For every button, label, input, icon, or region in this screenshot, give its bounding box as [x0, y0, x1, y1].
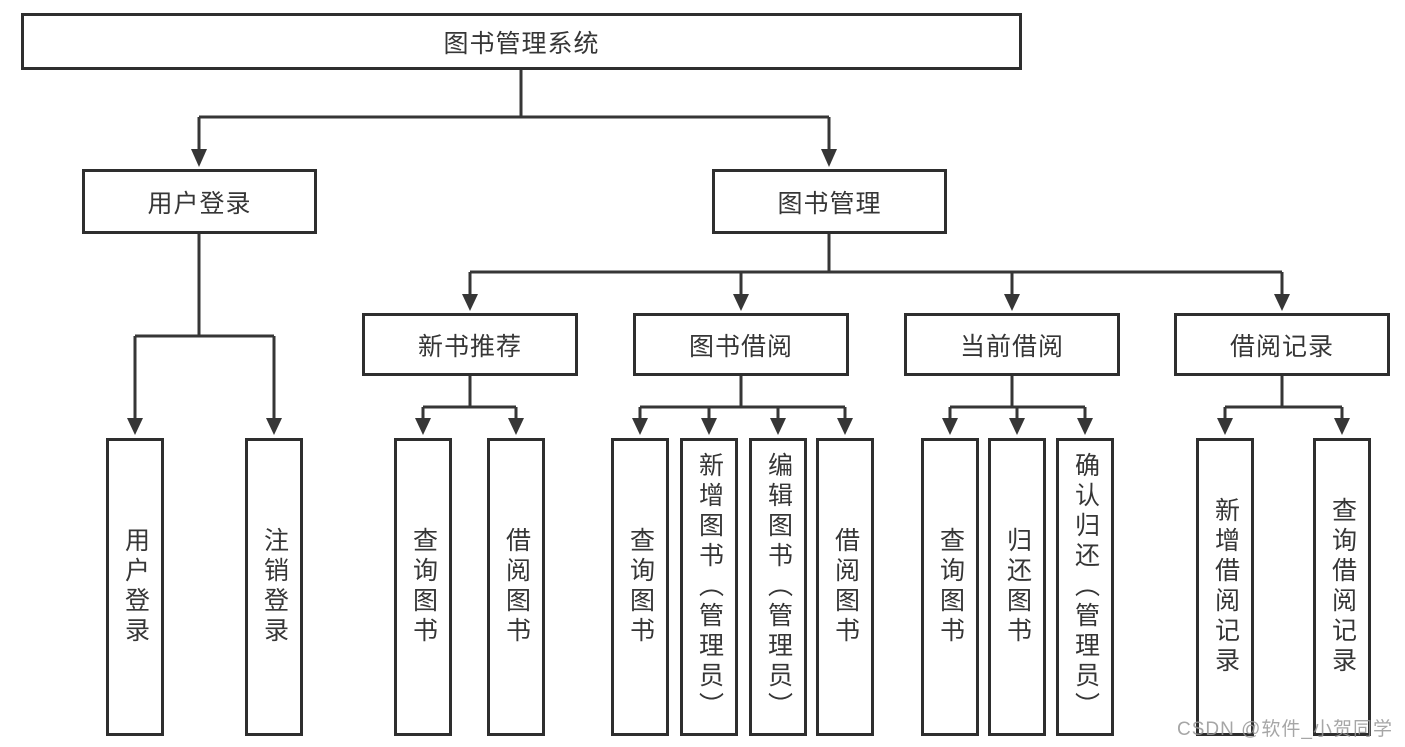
leaf-recommend-query-books: 查询图书: [394, 438, 452, 736]
node-root: 图书管理系统: [21, 13, 1022, 70]
leaf-borrow-book: 借阅图书: [816, 438, 874, 736]
node-borrow-records: 借阅记录: [1174, 313, 1390, 376]
leaf-current-query-books: 查询图书: [921, 438, 979, 736]
arrowheads: [127, 149, 1350, 435]
node-book-borrow: 图书借阅: [633, 313, 849, 376]
csdn-watermark: CSDN @软件_小贺同学: [1177, 719, 1393, 740]
node-new-book-recommend: 新书推荐: [362, 313, 578, 376]
node-book-management: 图书管理: [712, 169, 947, 234]
leaf-edit-book-admin: 编辑图书（管理员）: [749, 438, 807, 736]
leaf-user-login: 用户登录: [106, 438, 164, 736]
node-current-borrow: 当前借阅: [904, 313, 1120, 376]
connector-segments: [133, 69, 1344, 419]
leaf-confirm-return-admin: 确认归还（管理员）: [1056, 438, 1114, 736]
leaf-return-book: 归还图书: [988, 438, 1046, 736]
leaf-logout: 注销登录: [245, 438, 303, 736]
leaf-borrow-query-books: 查询图书: [611, 438, 669, 736]
leaf-recommend-borrow-books: 借阅图书: [487, 438, 545, 736]
leaf-add-borrow-record: 新增借阅记录: [1196, 438, 1254, 736]
leaf-add-book-admin: 新增图书（管理员）: [680, 438, 738, 736]
node-user-login: 用户登录: [82, 169, 317, 234]
leaf-query-borrow-record: 查询借阅记录: [1313, 438, 1371, 736]
